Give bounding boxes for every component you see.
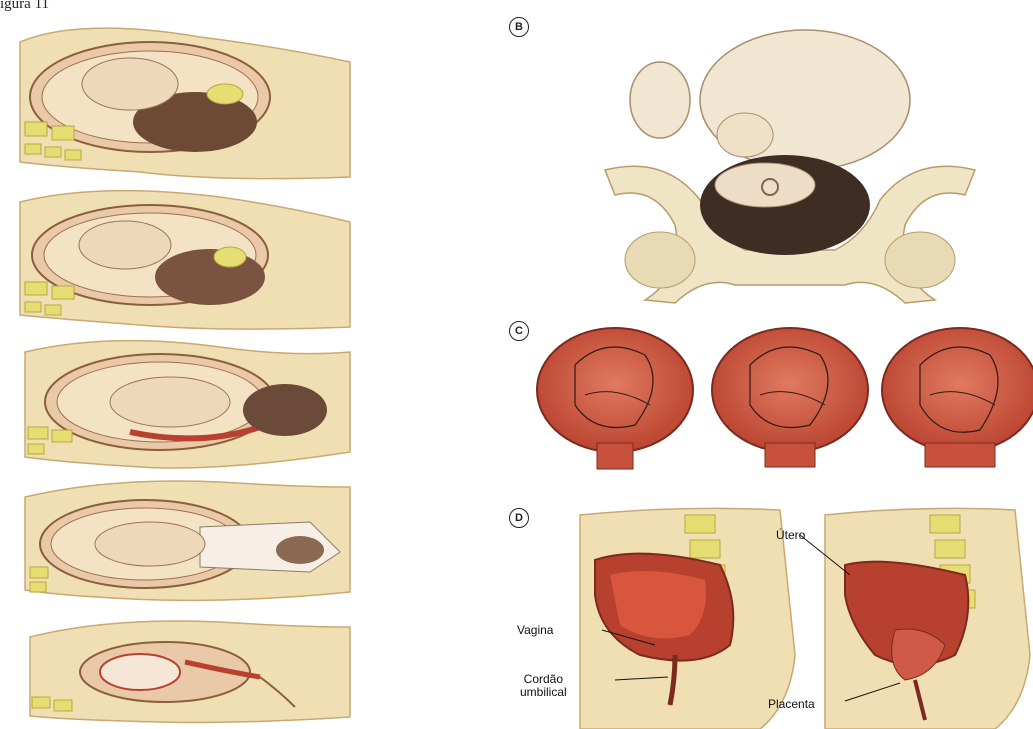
stage-2-illustration	[20, 191, 350, 330]
cross-section-right	[825, 508, 1030, 729]
panel-label-d: D	[509, 508, 529, 528]
uterus-stage-2	[712, 328, 868, 467]
labor-stages-illustration	[20, 22, 360, 722]
placenta-delivery-illustration	[580, 505, 1033, 729]
panel-label-c: C	[509, 321, 529, 341]
panel-a-labor-stages	[20, 22, 360, 722]
figure-heading: igura 11	[0, 0, 49, 13]
stage-3-illustration	[25, 341, 350, 468]
label-vagina: Vagina	[517, 624, 553, 637]
uterus-stage-3	[882, 328, 1033, 467]
panel-b-pelvis	[605, 25, 975, 305]
panel-c-uterus-sequence	[535, 325, 1033, 475]
label-placenta: Placenta	[768, 698, 815, 711]
panel-d-placenta-delivery	[580, 505, 1033, 729]
uterus-stage-1	[537, 328, 693, 469]
label-cordao-line2: umbilical	[520, 686, 567, 699]
stage-4-illustration	[25, 481, 350, 600]
panel-label-b: B	[509, 17, 529, 37]
label-cordao-umbilical: Cordão umbilical	[520, 673, 567, 699]
stage-1-illustration	[20, 28, 350, 179]
cross-section-left	[580, 508, 795, 729]
stage-5-illustration	[30, 621, 350, 722]
uterus-sequence-illustration	[535, 325, 1033, 475]
pelvis-illustration	[605, 25, 975, 305]
label-utero: Útero	[776, 529, 805, 542]
